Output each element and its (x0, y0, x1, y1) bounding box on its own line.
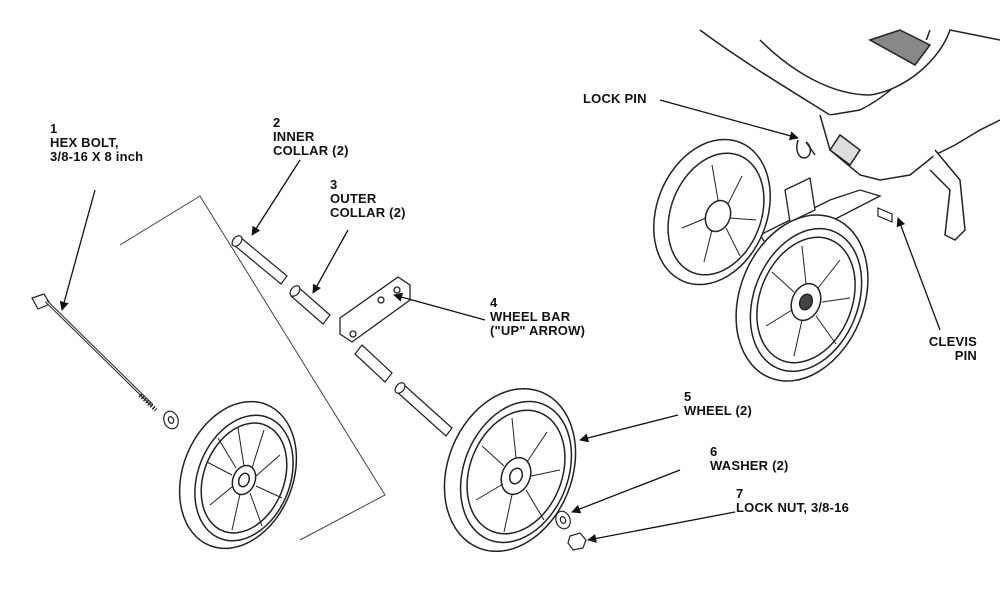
outer-collar-number: 3 (330, 177, 338, 192)
leader-washer (571, 469, 681, 514)
leader-outer-collar (312, 229, 349, 294)
inner-collar-number: 2 (273, 115, 281, 130)
back-wheel-assembled (653, 138, 771, 286)
clevis-pin-line2: PIN (954, 348, 977, 363)
leader-hex-bolt (59, 189, 96, 311)
label-clevis-pin: CLEVIS PIN (905, 335, 977, 363)
outer-collar-name: OUTER (330, 191, 377, 206)
outer-collar-part (289, 285, 331, 325)
inner-collar-part (231, 235, 288, 285)
label-outer-collar: 3 OUTER COLLAR (2) (330, 178, 406, 220)
clevis-pin-part (877, 207, 893, 223)
leader-clevis-pin (896, 217, 941, 331)
wheel-number: 5 (684, 389, 692, 404)
leader-lock-pin (659, 99, 799, 141)
washer-number: 6 (710, 444, 718, 459)
outer-collar-spec: COLLAR (2) (330, 205, 406, 220)
wheel-bar-name: WHEEL BAR (490, 309, 571, 324)
label-washer: 6 WASHER (2) (710, 445, 789, 473)
lower-collars-part (354, 344, 453, 437)
label-wheel-bar: 4 WHEEL BAR ("UP" ARROW) (490, 296, 585, 338)
leader-lines (59, 99, 941, 543)
washer-part (555, 510, 571, 530)
lock-nut-part (567, 532, 587, 551)
lock-pin-text: LOCK PIN (583, 91, 647, 106)
leader-inner-collar (251, 159, 301, 236)
hex-bolt-number: 1 (50, 121, 58, 136)
hex-bolt-name: HEX BOLT, (50, 135, 119, 150)
label-lock-pin: LOCK PIN (583, 92, 647, 106)
label-inner-collar: 2 INNER COLLAR (2) (273, 116, 349, 158)
front-wheel-assembled (735, 214, 869, 382)
inner-collar-name: INNER (273, 129, 315, 144)
lock-pin-part (796, 139, 816, 159)
inner-collar-spec: COLLAR (2) (273, 143, 349, 158)
left-washer-part (163, 410, 179, 430)
wheel-bar-spec: ("UP" ARROW) (490, 323, 586, 338)
leader-wheel (579, 414, 679, 443)
right-wheel-part (443, 387, 577, 553)
washer-name: WASHER (2) (710, 458, 789, 473)
clevis-pin-line1: CLEVIS (928, 334, 977, 349)
leader-wheel-bar (393, 292, 486, 321)
wheel-bar-part (339, 276, 411, 343)
hex-bolt-spec: 3/8-16 X 8 inch (50, 149, 144, 164)
label-hex-bolt: 1 HEX BOLT, 3/8-16 X 8 inch (50, 122, 143, 164)
mower-body-assembled (699, 29, 1000, 241)
wheel-bar-number: 4 (490, 295, 498, 310)
alignment-outline (119, 195, 386, 541)
lock-nut-number: 7 (736, 486, 744, 501)
left-wheel-part (178, 400, 298, 550)
leader-lock-nut (587, 511, 736, 543)
hex-bolt-part (31, 293, 158, 412)
lock-nut-name: LOCK NUT, 3/8-16 (736, 500, 850, 515)
label-lock-nut: 7 LOCK NUT, 3/8-16 (736, 487, 849, 515)
wheel-name: WHEEL (2) (684, 403, 753, 418)
label-wheel: 5 WHEEL (2) (684, 390, 752, 418)
